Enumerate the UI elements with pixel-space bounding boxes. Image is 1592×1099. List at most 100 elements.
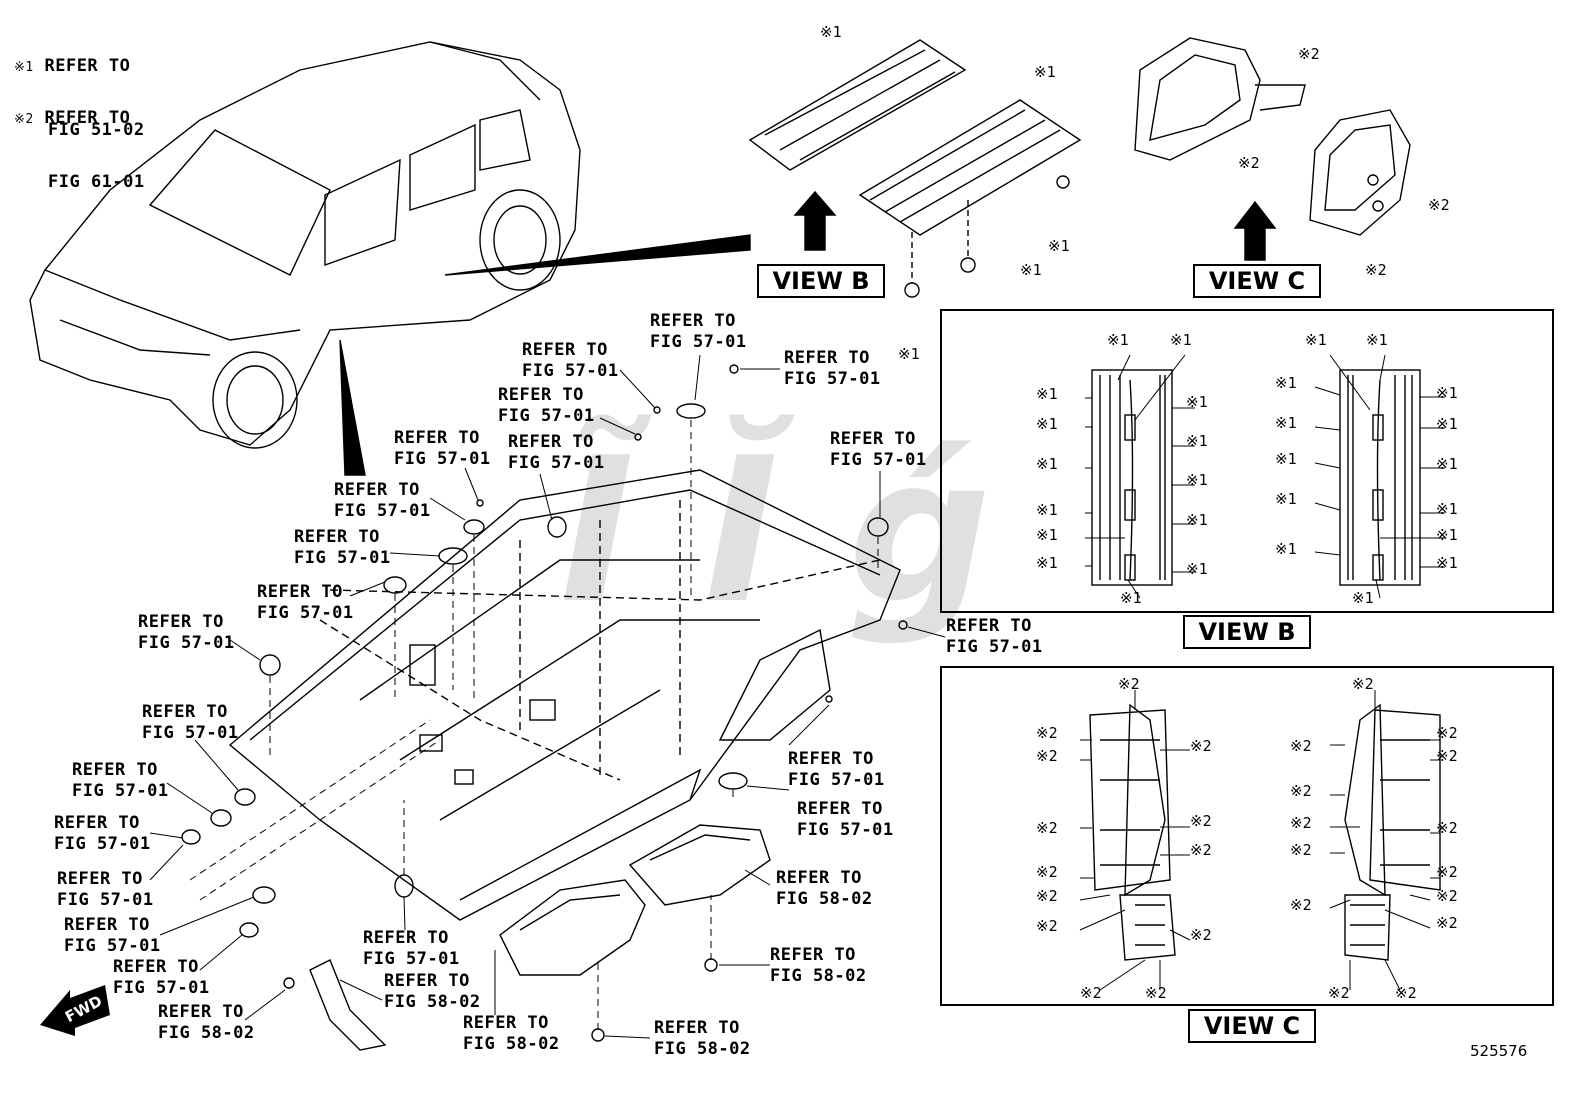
marker-m1: ※1 (1436, 415, 1458, 433)
marker-m2: ※2 (1036, 747, 1058, 765)
note-line1: REFER TO (44, 56, 131, 76)
note-marker: ※1 (14, 60, 34, 75)
marker-m1: ※1 (1366, 331, 1388, 349)
marker-m1: ※1 (1186, 393, 1208, 411)
watermark: Ĩ Ĭ ǵ (560, 414, 991, 648)
marker-m1: ※1 (1275, 414, 1297, 432)
marker-m2: ※2 (1036, 819, 1058, 837)
fwd-arrow-shape (40, 985, 110, 1036)
view-b-title-box: VIEW B (1183, 615, 1311, 649)
view-b-detail-box (940, 309, 1554, 613)
marker-m2: ※2 (1118, 675, 1140, 693)
marker-m2: ※2 (1436, 914, 1458, 932)
marker-m2: ※2 (1328, 984, 1350, 1002)
marker-m1: ※1 (1034, 63, 1056, 81)
marker-m2: ※2 (1080, 984, 1102, 1002)
marker-m2: ※2 (1365, 261, 1387, 279)
note-line2: FIG 61-01 (48, 172, 145, 192)
marker-m2: ※2 (1190, 926, 1212, 944)
marker-m1: ※1 (1036, 455, 1058, 473)
view-c-title-box: VIEW C (1188, 1009, 1316, 1043)
marker-m1: ※1 (1275, 374, 1297, 392)
marker-m1: ※1 (1048, 237, 1070, 255)
marker-m2: ※2 (1238, 154, 1260, 172)
marker-m1: ※1 (1436, 500, 1458, 518)
marker-m2: ※2 (1436, 724, 1458, 742)
marker-m1: ※1 (1186, 511, 1208, 529)
marker-m1: ※1 (1036, 385, 1058, 403)
marker-m2: ※2 (1436, 887, 1458, 905)
marker-m2: ※2 (1395, 984, 1417, 1002)
marker-m2: ※2 (1190, 812, 1212, 830)
view-c-detail (1089, 703, 1441, 961)
marker-m1: ※1 (1186, 560, 1208, 578)
note-2: ※2 REFER TO FIG 61-01 (14, 66, 145, 214)
marker-m2: ※2 (1036, 917, 1058, 935)
marker-m1: ※1 (1186, 471, 1208, 489)
marker-m2: ※2 (1036, 887, 1058, 905)
marker-m2: ※2 (1290, 814, 1312, 832)
marker-m1: ※1 (1170, 331, 1192, 349)
marker-m1: ※1 (1186, 432, 1208, 450)
heat-insulators (309, 824, 771, 1051)
marker-m1: ※1 (1352, 589, 1374, 607)
marker-m1: ※1 (1036, 526, 1058, 544)
view-b-title-top: VIEW B (757, 264, 885, 298)
view-b-detail (1091, 369, 1421, 586)
marker-m1: ※1 (1275, 540, 1297, 558)
marker-m1: ※1 (1436, 526, 1458, 544)
leader-lines (149, 354, 946, 1039)
marker-m2: ※2 (1145, 984, 1167, 1002)
note-marker: ※2 (14, 112, 34, 127)
marker-m1: ※1 (1275, 490, 1297, 508)
marker-m1: ※1 (1020, 261, 1042, 279)
marker-m1: ※1 (820, 23, 842, 41)
marker-m2: ※2 (1352, 675, 1374, 693)
marker-m1: ※1 (1275, 450, 1297, 468)
marker-m2: ※2 (1190, 841, 1212, 859)
marker-m2: ※2 (1290, 782, 1312, 800)
marker-m1: ※1 (1120, 589, 1142, 607)
marker-m1: ※1 (1436, 384, 1458, 402)
marker-m2: ※2 (1436, 863, 1458, 881)
grommets (181, 364, 908, 1042)
view-c-detail-box (940, 666, 1554, 1006)
marker-m1: ※1 (1036, 554, 1058, 572)
marker-m2: ※2 (1436, 747, 1458, 765)
note-line1: REFER TO (44, 108, 131, 128)
marker-m1: ※1 (1036, 501, 1058, 519)
marker-m1: ※1 (898, 345, 920, 363)
marker-m2: ※2 (1298, 45, 1320, 63)
marker-m1: ※1 (1305, 331, 1327, 349)
marker-m2: ※2 (1428, 196, 1450, 214)
view-c-title-top: VIEW C (1193, 264, 1321, 298)
